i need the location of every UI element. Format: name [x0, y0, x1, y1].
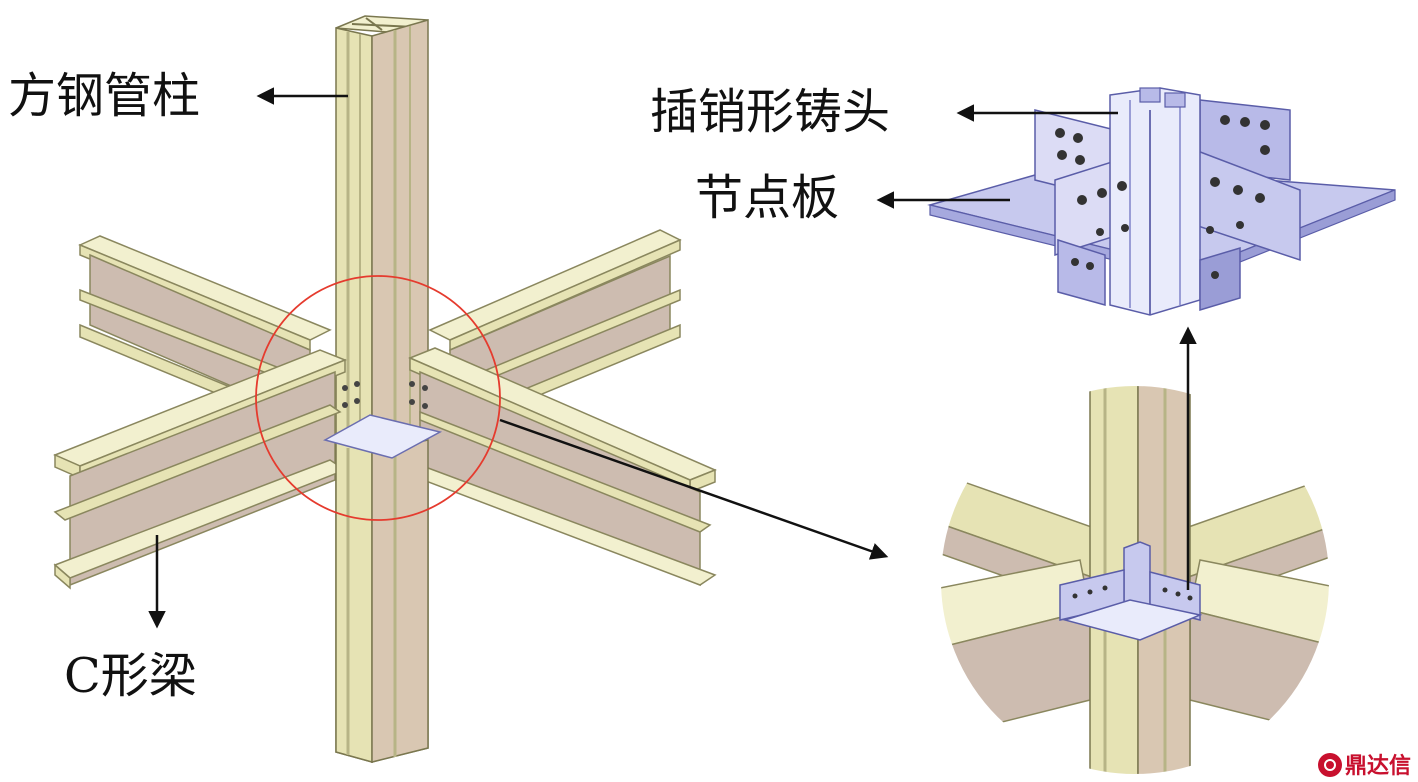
annotation-arrows — [148, 87, 1197, 629]
main-assembly — [53, 15, 717, 763]
joint-highlight-circle — [255, 275, 501, 521]
joint-detail-view — [940, 385, 1330, 775]
label-square-steel-tube-column: 方钢管柱 — [8, 68, 201, 124]
watermark: 鼎达信 — [1318, 748, 1411, 780]
label-cast-head: 插销形铸头 — [650, 84, 891, 140]
gusset-plate-main — [323, 414, 443, 459]
exploded-node-view — [927, 87, 1396, 316]
bolt-holes-exploded — [1055, 115, 1270, 279]
arrow-to-detail-view — [499, 418, 889, 560]
watermark-logo-icon — [1318, 753, 1342, 777]
c-beam-front-left — [53, 349, 348, 590]
watermark-text: 鼎达信 — [1345, 754, 1412, 779]
label-gusset-plate: 节点板 — [695, 170, 840, 226]
label-c-beam: C形梁 — [64, 648, 197, 704]
bolt-holes-main — [342, 381, 428, 409]
